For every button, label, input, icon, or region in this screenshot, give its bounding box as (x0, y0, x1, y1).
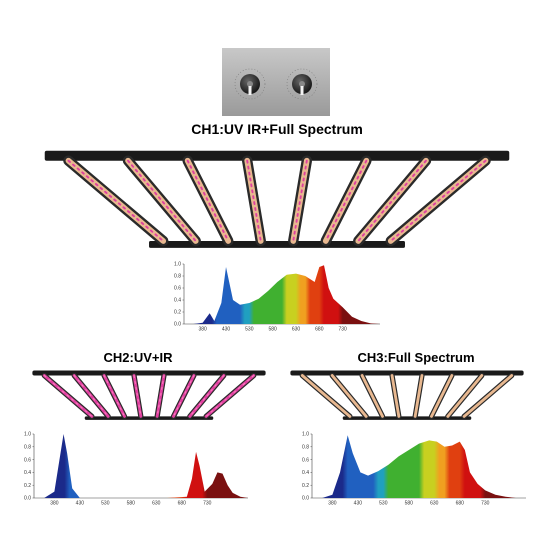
ch2-led-bar (187, 372, 227, 420)
ch1-led-bar (320, 155, 372, 247)
ch1-led-bar (288, 155, 313, 247)
x-tick-label: 730 (481, 501, 490, 507)
ch1-spectrum-chart: 1.0 0.8 0.6 0.4 0.2 0.0 380 430 530 580 630 680 730 (168, 260, 386, 334)
ch1-led-bar (182, 155, 234, 247)
y-tick-label: 0.4 (174, 298, 181, 304)
y-tick-label: 0.6 (24, 457, 31, 463)
y-tick-label: 0.4 (302, 470, 309, 476)
ch3-spectrum-chart: 1.0 0.8 0.6 0.4 0.2 0.0 380 430 530 580 630 680 730 (296, 430, 532, 508)
x-tick-label: 380 (328, 501, 337, 507)
y-tick-label: 0.0 (174, 322, 181, 328)
ch3-led-bar (445, 372, 485, 420)
dimmer-knob-left[interactable] (234, 68, 266, 100)
ch2-led-bar (203, 372, 257, 420)
ch3-top-rail (290, 370, 524, 376)
ch2-title: CH2:UV+IR (103, 350, 173, 365)
x-tick-label: 380 (50, 501, 59, 507)
x-tick-label: 730 (203, 501, 212, 507)
spectrum-area (322, 435, 516, 498)
x-tick-label: 680 (315, 327, 324, 333)
y-tick-label: 0.6 (302, 457, 309, 463)
dimmer-panel (222, 48, 330, 116)
ch1-led-bar (63, 155, 169, 247)
x-tick-label: 530 (379, 501, 388, 507)
ch3-led-bar (299, 372, 353, 420)
ch2-top-rail (32, 370, 266, 376)
ch3-led-bar (359, 372, 386, 420)
ch3-fixture-image (288, 366, 526, 422)
x-tick-label: 380 (198, 327, 207, 333)
ch3-led-bar (389, 372, 402, 420)
x-tick-label: 430 (222, 327, 231, 333)
y-tick-label: 0.4 (24, 470, 31, 476)
ch2-led-bar (170, 372, 197, 420)
ch1-led-bar (385, 155, 491, 247)
x-tick-label: 730 (338, 327, 347, 333)
ch1-top-rail (44, 150, 510, 161)
y-tick-label: 1.0 (174, 262, 181, 268)
ch1-fixture-image (40, 142, 514, 252)
ch1-title: CH1:UV IR+Full Spectrum (191, 121, 363, 137)
ch2-led-bar (101, 372, 128, 420)
ch2-led-bar (41, 372, 95, 420)
ch3-led-bar (428, 372, 455, 420)
y-tick-label: 0.8 (174, 274, 181, 280)
ch2-led-bar (71, 372, 111, 420)
y-tick-label: 0.8 (24, 445, 31, 451)
dimmer-knob-right[interactable] (286, 68, 318, 100)
spectrum-area (44, 434, 248, 498)
ch3-led-bar (412, 372, 425, 420)
y-tick-label: 0.8 (302, 445, 309, 451)
ch2-led-bar (131, 372, 144, 420)
x-tick-label: 680 (456, 501, 465, 507)
y-tick-label: 0.2 (24, 483, 31, 489)
x-tick-label: 630 (292, 327, 301, 333)
y-tick-label: 1.0 (302, 432, 309, 438)
ch1-bottom-rail (149, 241, 405, 248)
y-tick-label: 1.0 (24, 432, 31, 438)
x-tick-label: 580 (268, 327, 277, 333)
y-tick-label: 0.0 (24, 496, 31, 502)
y-tick-label: 0.6 (174, 286, 181, 292)
ch3-led-bar (461, 372, 515, 420)
x-tick-label: 630 (152, 501, 161, 507)
ch3-led-bar (329, 372, 369, 420)
ch1-led-bar (241, 155, 266, 247)
ch2-spectrum-chart: 1.0 0.8 0.6 0.4 0.2 0.0 380 430 530 580 630 680 730 (18, 430, 254, 508)
x-tick-label: 430 (354, 501, 363, 507)
ch1-led-bar (353, 155, 432, 247)
x-tick-label: 530 (245, 327, 254, 333)
ch2-led-bar (154, 372, 167, 420)
x-tick-label: 530 (101, 501, 110, 507)
ch2-fixture-image (30, 366, 268, 422)
y-tick-label: 0.2 (302, 483, 309, 489)
x-tick-label: 580 (405, 501, 414, 507)
ch3-bottom-rail (342, 416, 472, 420)
ch3-title: CH3:Full Spectrum (357, 350, 475, 365)
y-tick-label: 0.2 (174, 310, 181, 316)
ch2-bottom-rail (84, 416, 214, 420)
y-tick-label: 0.0 (302, 496, 309, 502)
x-tick-label: 680 (178, 501, 187, 507)
spectrum-area (193, 265, 380, 324)
x-tick-label: 430 (76, 501, 85, 507)
x-tick-label: 630 (430, 501, 439, 507)
x-tick-label: 580 (127, 501, 136, 507)
ch1-led-bar (122, 155, 201, 247)
